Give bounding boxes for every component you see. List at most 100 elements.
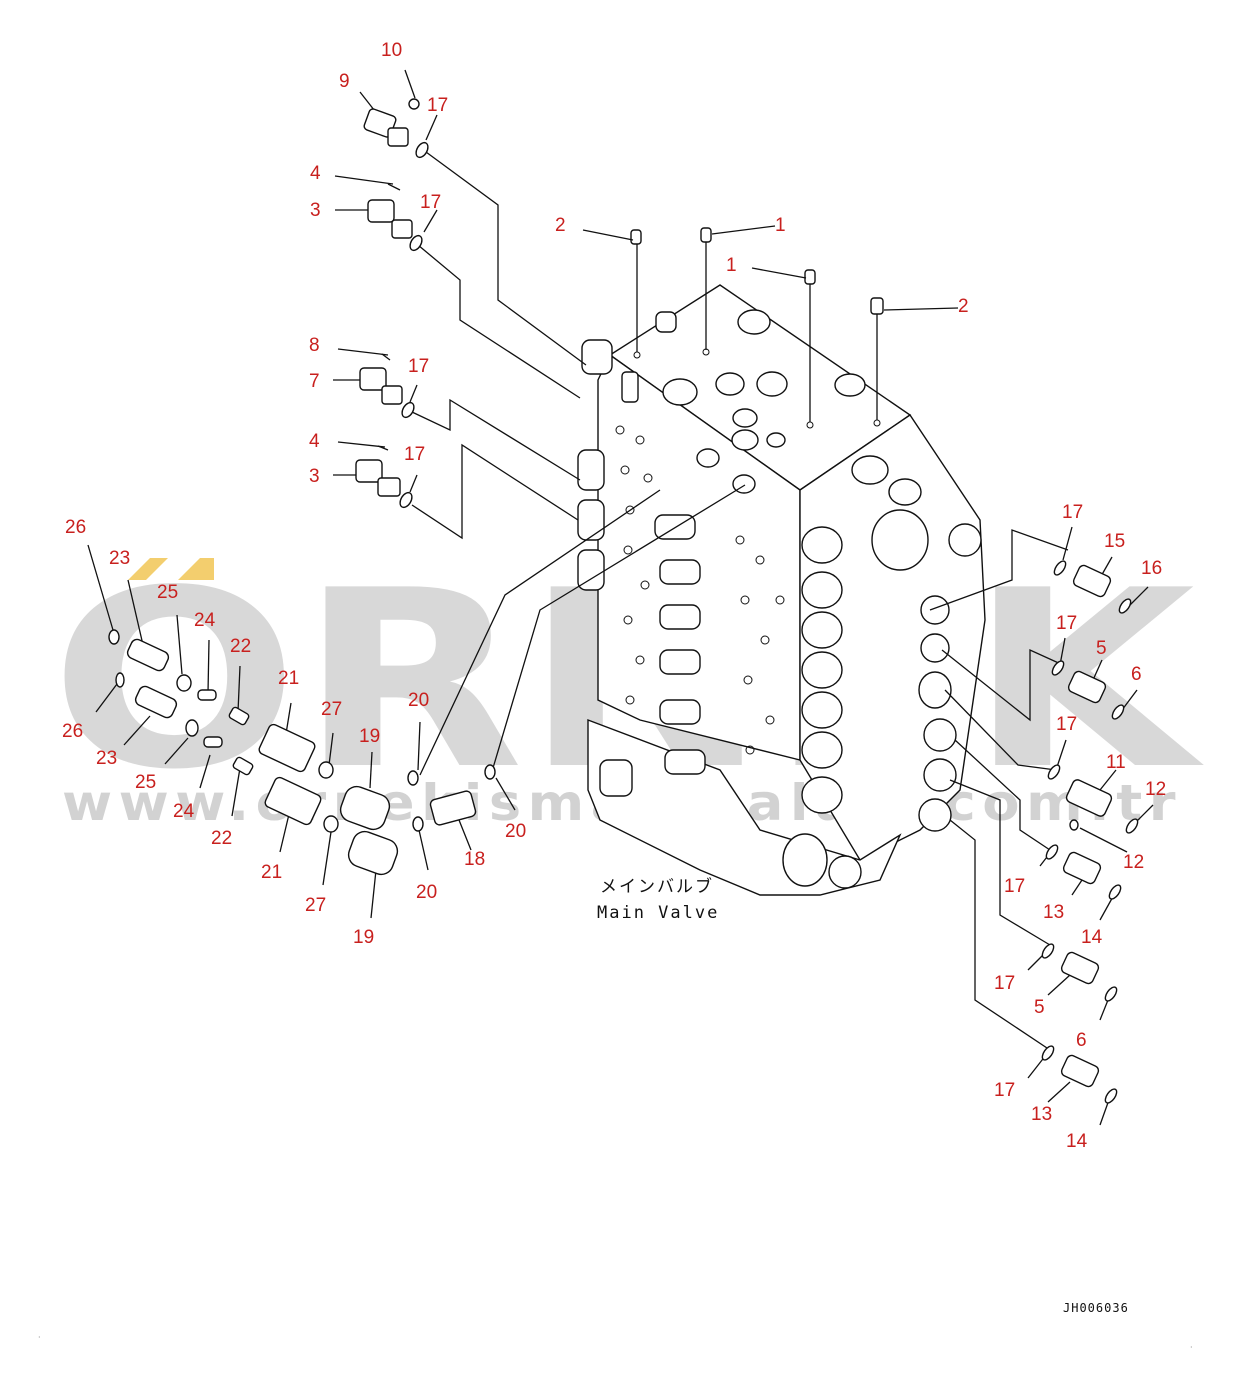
callout-label: 20 <box>408 690 429 711</box>
fitting-3-upper <box>367 183 413 239</box>
callout-label: 3 <box>310 200 321 221</box>
callout-label: 22 <box>230 636 251 657</box>
callout-label: 13 <box>1043 902 1064 923</box>
fitting-3-lower <box>355 445 401 497</box>
cap <box>732 408 758 428</box>
main-valve-body <box>577 284 986 896</box>
callout-label: 5 <box>1034 997 1045 1018</box>
o-ring <box>407 770 419 786</box>
callout-label: 4 <box>310 163 321 184</box>
callout-label: 14 <box>1066 1131 1088 1152</box>
watermark-accent-left <box>128 558 168 580</box>
callout-label: 18 <box>464 849 485 870</box>
callout-label: 17 <box>1062 502 1083 523</box>
cap <box>731 429 759 451</box>
callout-label: 10 <box>381 40 402 61</box>
o-ring <box>323 815 339 833</box>
o-ring <box>412 816 424 832</box>
connector-13 <box>1060 1054 1100 1088</box>
cap <box>715 372 745 396</box>
o-ring <box>1104 986 1118 1002</box>
fitting-21 <box>258 723 316 773</box>
elbow-19 <box>347 830 399 876</box>
cap <box>696 448 720 468</box>
cap <box>766 432 786 448</box>
callout-label: 17 <box>994 1080 1015 1101</box>
plug <box>655 311 677 333</box>
callout-label: 12 <box>1123 852 1144 873</box>
watermark-accent-right <box>178 558 214 580</box>
o-ring <box>1125 818 1139 834</box>
connector-23 <box>126 638 170 672</box>
o-ring <box>1041 1045 1055 1061</box>
connector-15 <box>1072 564 1112 598</box>
o-ring <box>1118 598 1132 614</box>
o-ring <box>401 401 415 419</box>
callout-label: 27 <box>305 895 326 916</box>
callout-label: 1 <box>775 215 786 236</box>
o-ring <box>176 674 192 692</box>
o-ring <box>108 629 120 645</box>
callout-label: 22 <box>211 828 232 849</box>
callout-label: 17 <box>427 95 448 116</box>
callout-label: 16 <box>1141 558 1162 579</box>
left-face-ports <box>615 425 785 755</box>
callout-label: 5 <box>1096 638 1107 659</box>
connector-5 <box>1060 951 1100 985</box>
callout-label: 7 <box>309 371 320 392</box>
callout-label: 19 <box>353 927 374 948</box>
corner-mark: · <box>38 1333 41 1342</box>
pin-22 <box>228 706 250 726</box>
callout-label: 19 <box>359 726 380 747</box>
top-pins <box>630 227 884 429</box>
connector-5 <box>1067 670 1107 704</box>
callout-label: 17 <box>404 444 425 465</box>
connector-11 <box>1065 779 1113 817</box>
o-ring <box>1108 884 1122 900</box>
elbow-19 <box>339 785 391 831</box>
right-spool-caps <box>782 455 982 889</box>
connector-23 <box>134 685 178 719</box>
o-ring <box>409 234 423 252</box>
callout-label: 2 <box>555 215 566 236</box>
drawing-code: JH006036 <box>1063 1301 1129 1315</box>
spring-24 <box>203 736 223 748</box>
callout-label: 6 <box>1131 664 1142 685</box>
o-ring <box>1053 560 1067 576</box>
o-ring <box>1111 704 1125 720</box>
cap <box>834 373 866 397</box>
fitting-7 <box>359 353 403 405</box>
callout-label: 26 <box>62 721 83 742</box>
o-ring <box>484 764 496 780</box>
plug <box>621 371 639 403</box>
callout-label: 17 <box>408 356 429 377</box>
callout-label: 8 <box>309 335 320 356</box>
o-ring <box>1047 764 1061 780</box>
o-ring <box>115 672 125 688</box>
callout-label: 24 <box>194 610 216 631</box>
o-ring <box>318 761 334 779</box>
callout-label: 13 <box>1031 1104 1052 1125</box>
callout-label: 17 <box>420 192 441 213</box>
corner-mark: · <box>1190 1343 1193 1352</box>
callout-label: 17 <box>1004 876 1025 897</box>
cap <box>756 371 788 397</box>
callout-label: 15 <box>1104 531 1125 552</box>
caption-english: Main Valve <box>597 903 719 923</box>
callout-label: 20 <box>505 821 526 842</box>
callout-label: 6 <box>1076 1030 1087 1051</box>
fittings <box>108 98 1139 1104</box>
o-ring <box>1045 844 1059 860</box>
fitting-21 <box>264 776 322 826</box>
callout-label: 17 <box>1056 714 1077 735</box>
cap <box>662 378 698 406</box>
o-ring <box>399 491 413 509</box>
callout-label: 21 <box>261 862 282 883</box>
connector-13 <box>1062 851 1102 885</box>
callout-label: 24 <box>173 801 195 822</box>
callout-label: 27 <box>321 699 342 720</box>
callout-label: 21 <box>278 668 299 689</box>
callout-label: 23 <box>109 548 130 569</box>
elbow-fitting-9 <box>363 98 420 147</box>
